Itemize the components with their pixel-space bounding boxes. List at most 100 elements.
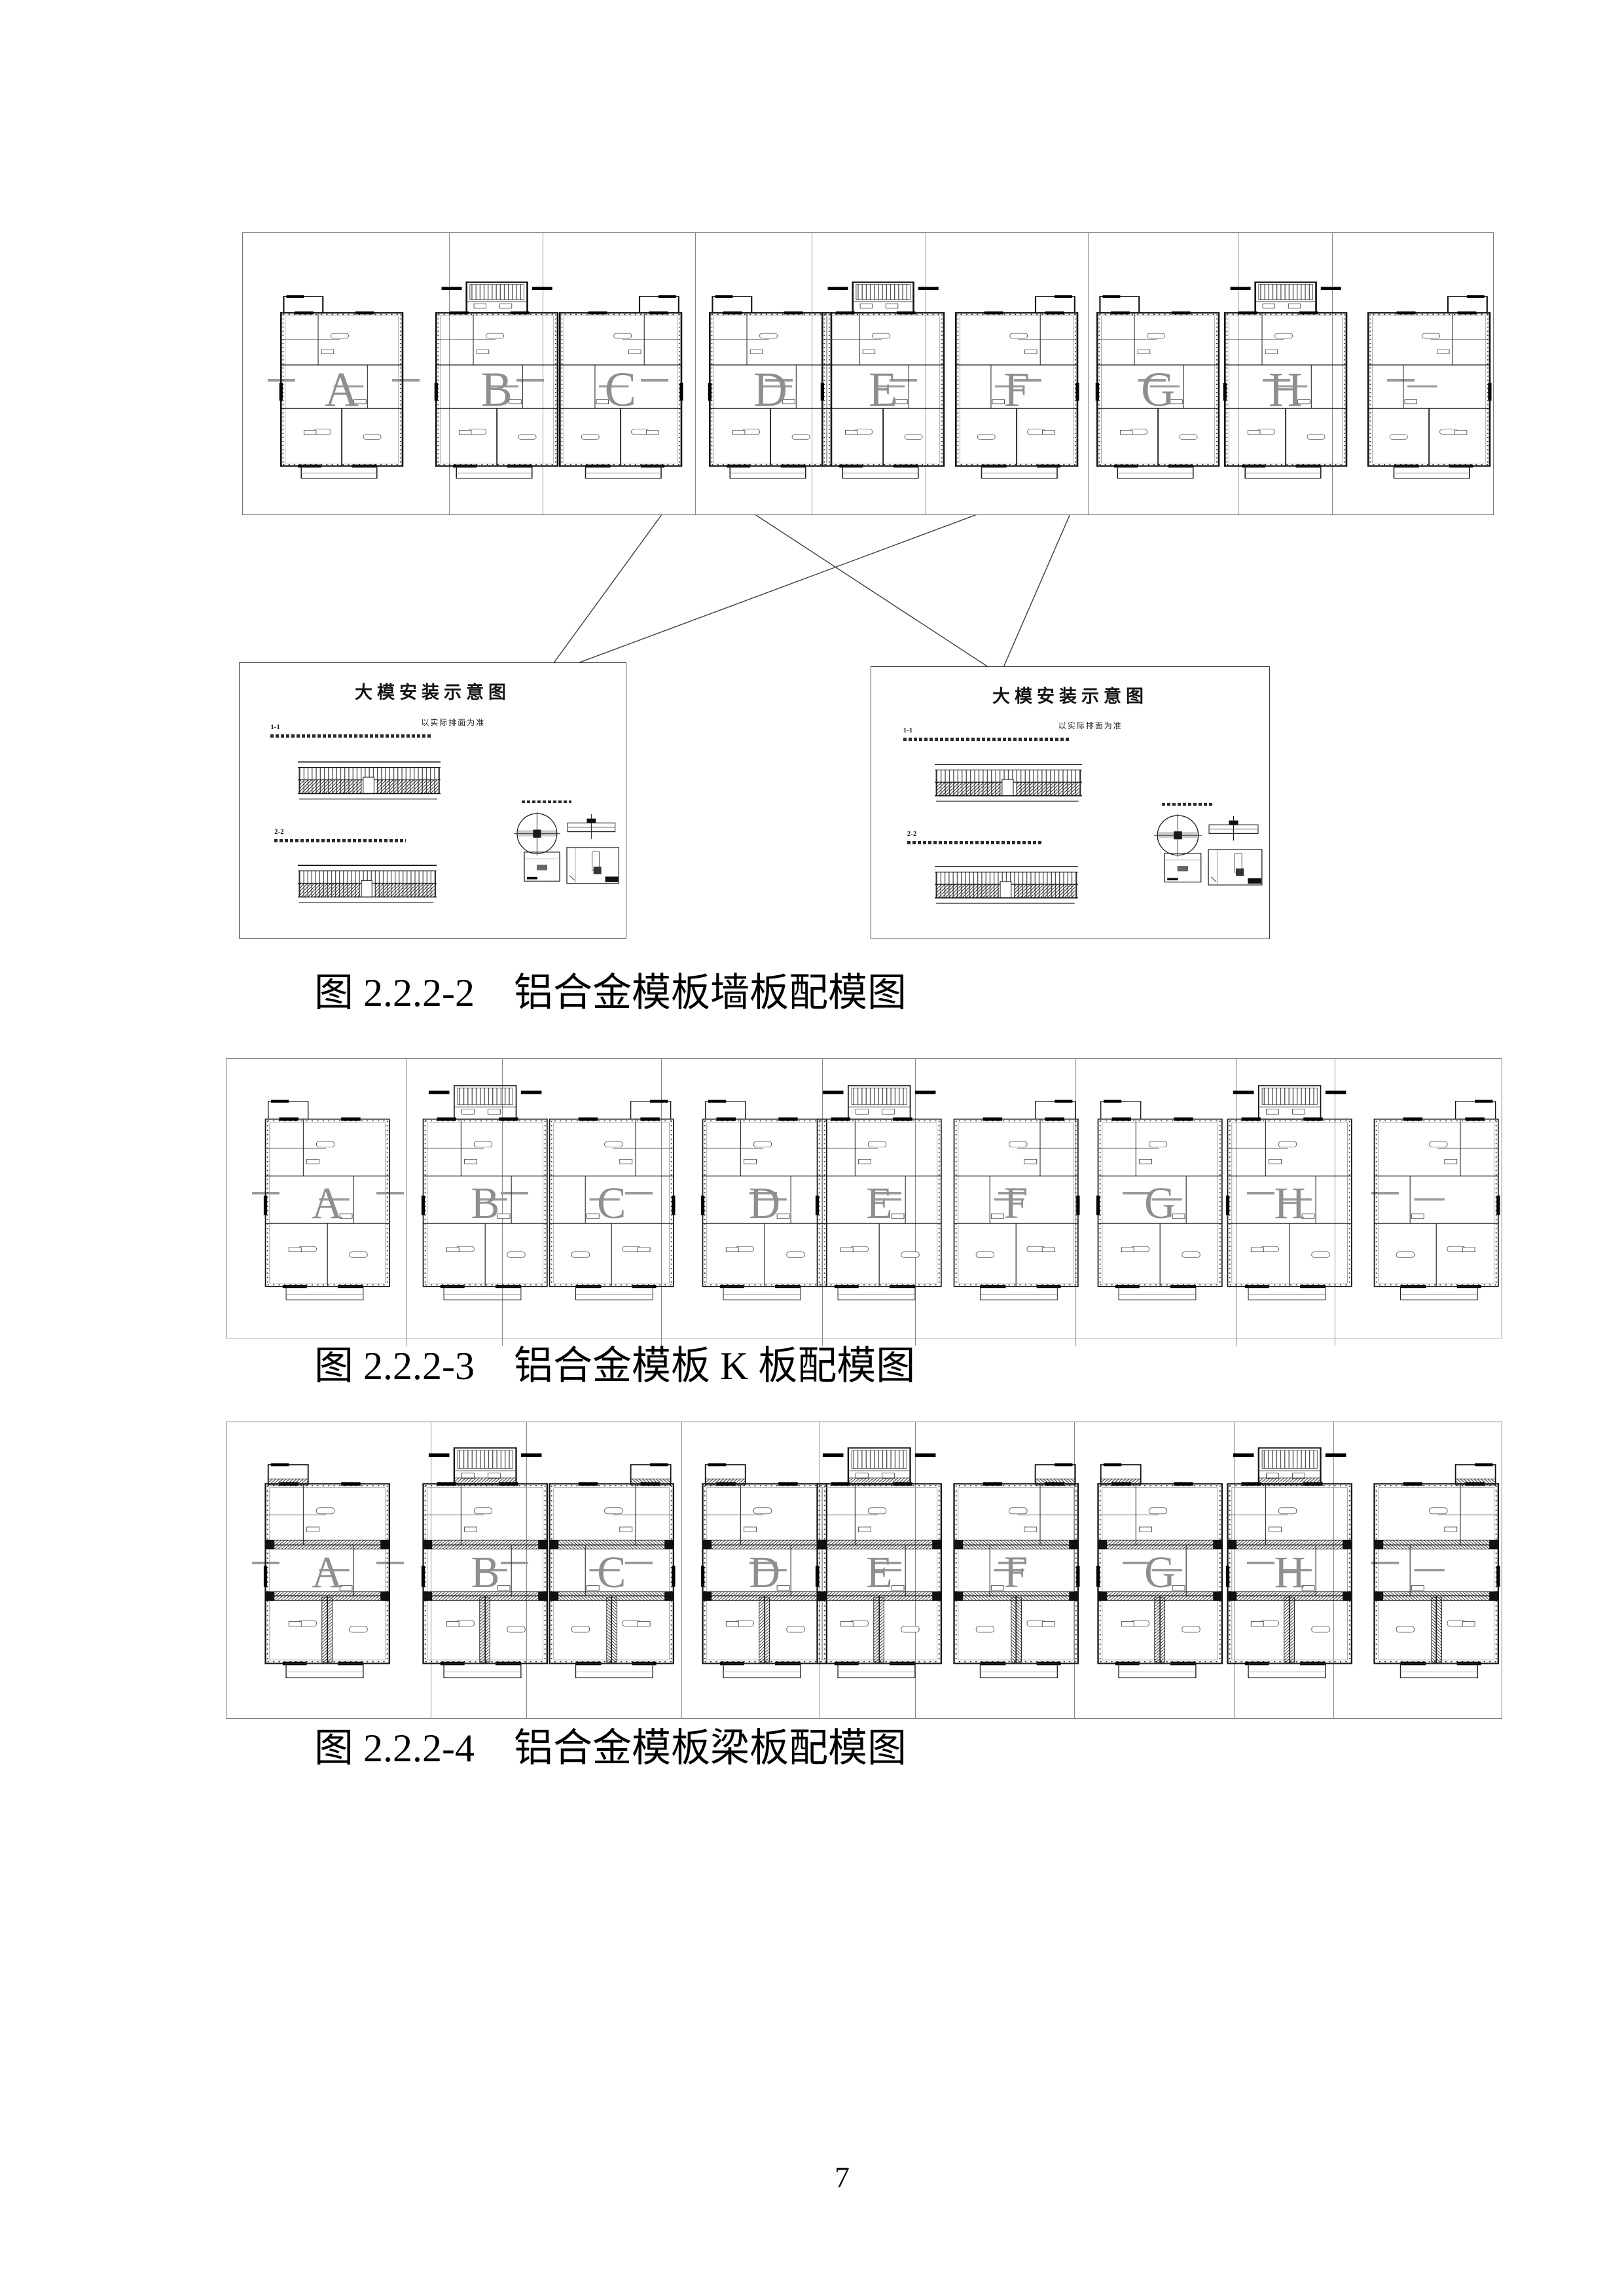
unit-plan: G (1091, 1443, 1229, 1700)
unit-label: B (471, 1547, 500, 1598)
unit-plan: B (416, 1081, 554, 1321)
detail-callout-label-smudge (1161, 802, 1214, 806)
unit-label: F (1003, 1178, 1028, 1229)
unit-plan-partial (1367, 1443, 1502, 1700)
corridor-dash-band (251, 1191, 1477, 1194)
section-label: 2-2 (907, 830, 917, 838)
unit-label: A (312, 1547, 343, 1598)
waler-bar-detail (1208, 816, 1259, 841)
unit-label: C (604, 361, 636, 417)
note-text-smudge (270, 734, 433, 738)
unit-label: G (1141, 361, 1176, 417)
unit-label: D (753, 361, 787, 417)
unit-label: B (471, 1178, 500, 1229)
grid-line (1074, 1422, 1075, 1718)
formwork-elevation-drawing (935, 864, 1079, 906)
unit-label: C (597, 1178, 626, 1229)
formwork-elevation-drawing (935, 762, 1083, 804)
grid-line (681, 1422, 683, 1718)
k-panel-layout-drawing: A B C D E F G H (226, 1058, 1502, 1346)
unit-label: B (480, 361, 513, 417)
unit-plan: C (553, 278, 688, 497)
wall-panel-layout-drawing: A B C D E F G H (242, 232, 1494, 515)
unit-plan: E (816, 278, 950, 497)
unit-plan: H (1221, 1081, 1358, 1321)
unit-plan-partial (1362, 278, 1493, 497)
unit-label: F (1003, 361, 1030, 417)
formwork-elevation-drawing (297, 759, 441, 802)
page-number: 7 (835, 2161, 850, 2194)
unit-plan: C (543, 1443, 680, 1700)
unit-plan: B (416, 1443, 554, 1700)
grid-line (501, 1059, 503, 1346)
grid-line (695, 233, 696, 514)
detail-subtitle: 以实际排面为准 (421, 717, 486, 727)
grid-line (1088, 233, 1089, 514)
unit-label: G (1144, 1547, 1176, 1598)
unit-label: G (1144, 1178, 1176, 1229)
grid-line (1331, 233, 1333, 514)
detail-title: 大模安装示意图 (992, 686, 1148, 706)
unit-label: E (868, 361, 897, 417)
grid-line (526, 1422, 527, 1718)
note-text-smudge (907, 840, 1043, 844)
joint-circle-detail (1153, 812, 1202, 859)
unit-label: C (597, 1547, 626, 1598)
unit-plan: H (1221, 1443, 1358, 1700)
note-text-smudge (274, 838, 406, 842)
unit-plan: C (543, 1081, 680, 1321)
grid-line (914, 1422, 916, 1718)
note-text-smudge (903, 737, 1070, 741)
unit-plan: D (696, 1081, 833, 1321)
joint-circle-detail (513, 810, 560, 857)
panel-detail-small (524, 852, 560, 882)
grid-line (1233, 1422, 1235, 1718)
unit-plan: G (1091, 278, 1225, 497)
unit-label: H (1268, 361, 1303, 417)
panel-detail-large (1208, 849, 1263, 886)
unit-label: H (1274, 1547, 1306, 1598)
section-label: 2-2 (274, 828, 284, 836)
unit-plan: G (1091, 1081, 1229, 1321)
formwork-elevation-drawing (297, 863, 437, 905)
unit-plan-partial (1367, 1081, 1502, 1321)
grid-line (661, 1059, 662, 1346)
panel-detail-large (566, 847, 619, 884)
corridor-dash-band (251, 1561, 1477, 1564)
formwork-install-detail-box-left: 大模安装示意图 以实际排面为准 1-1 2-2 (239, 662, 626, 939)
detail-subtitle: 以实际排面为准 (1058, 721, 1123, 730)
panel-detail-small (1164, 853, 1202, 883)
unit-plan: F (949, 278, 1084, 497)
detail-callout-label-smudge (521, 800, 572, 803)
unit-plan: F (947, 1081, 1085, 1321)
corridor-dash-band (268, 379, 1468, 382)
caption-fig-2-2-2-4: 图 2.2.2-4 铝合金模板梁板配模图 (314, 1727, 907, 1770)
unit-plan: E (810, 1081, 948, 1321)
unit-plan: E (810, 1443, 948, 1700)
unit-plan: F (947, 1443, 1085, 1700)
unit-label: A (312, 1178, 343, 1229)
grid-line (914, 1059, 916, 1346)
waler-bar-detail (566, 814, 617, 839)
detail-title: 大模安装示意图 (355, 683, 511, 703)
unit-plan: D (696, 1443, 833, 1700)
unit-label: E (866, 1178, 893, 1229)
section-label: 1-1 (270, 723, 280, 732)
unit-label: A (324, 361, 359, 417)
unit-plan: A (259, 1081, 396, 1321)
grid-line (1333, 1422, 1334, 1718)
unit-label: E (866, 1547, 893, 1598)
formwork-install-detail-box-right: 大模安装示意图 以实际排面为准 1-1 2-2 (871, 666, 1270, 939)
unit-plan: A (259, 1443, 396, 1700)
grid-line (406, 1059, 407, 1346)
unit-label: D (749, 1178, 780, 1229)
unit-plan: A (274, 278, 409, 497)
unit-label: H (1274, 1178, 1306, 1229)
grid-line (1236, 1059, 1237, 1346)
section-label: 1-1 (903, 726, 913, 735)
unit-label: F (1003, 1547, 1028, 1598)
grid-line (449, 233, 450, 514)
unit-plan: B (429, 278, 564, 497)
